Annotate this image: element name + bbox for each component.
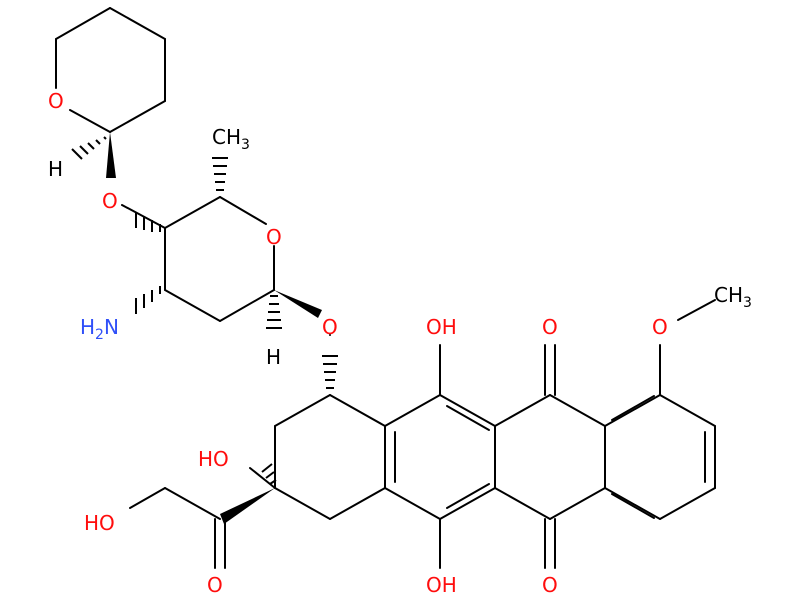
hash-bond	[135, 286, 161, 314]
bond	[164, 289, 221, 322]
wedge-bond	[274, 290, 322, 318]
bond	[439, 487, 496, 520]
methyl-label: CH3	[212, 125, 250, 153]
hash-bond	[266, 295, 282, 329]
thp-hydrogen-label: H	[48, 157, 63, 181]
bond	[219, 289, 275, 322]
hash-bond	[322, 355, 338, 389]
bond	[549, 487, 606, 520]
quinone-oxygen-bottom-label: O	[542, 573, 558, 597]
anomeric-oxygen-label: O	[322, 315, 338, 339]
bonds	[55, 7, 716, 569]
bond	[164, 196, 221, 229]
bond	[659, 394, 716, 427]
methoxy-oxygen-label: O	[652, 315, 668, 339]
bond	[611, 493, 655, 519]
bond	[274, 394, 331, 427]
bond	[494, 394, 551, 427]
glycosidic-oxygen-label: O	[102, 189, 118, 213]
bond	[129, 487, 166, 509]
tertiary-hydroxyl-label: HO	[198, 447, 229, 471]
primary-hydroxyl-label: HO	[84, 511, 115, 535]
bond	[55, 7, 111, 40]
hash-bond	[212, 157, 228, 191]
atom-labels: O H O O CH3 H2N O H OH O O CH3 HO HO O O…	[48, 89, 752, 597]
bond	[604, 487, 661, 520]
bond	[611, 395, 655, 421]
bond	[164, 487, 221, 520]
bond	[274, 487, 331, 520]
bond	[219, 196, 267, 225]
hash-bond	[71, 136, 107, 160]
bond	[494, 487, 551, 520]
bond	[69, 109, 111, 133]
bond	[677, 299, 716, 321]
thp-oxygen-label: O	[48, 89, 64, 113]
bond	[109, 100, 166, 133]
bond	[604, 394, 661, 427]
bond	[249, 467, 276, 489]
bond	[549, 394, 606, 427]
wedge-bond	[106, 132, 116, 178]
wedge-bond	[220, 488, 275, 524]
quinone-oxygen-top-label: O	[542, 315, 558, 339]
anomeric-hydrogen-label: H	[266, 345, 281, 369]
bond	[329, 394, 386, 427]
sugar-ring-oxygen-label: O	[266, 225, 282, 249]
bond	[439, 394, 496, 427]
bond	[384, 394, 441, 427]
stereo-bonds	[71, 132, 338, 524]
amine-label: H2N	[80, 315, 119, 343]
bond	[446, 483, 490, 509]
hash-bond	[261, 463, 277, 485]
bond	[329, 487, 386, 520]
methoxy-methyl-label: CH3	[714, 283, 752, 311]
hash-bond	[135, 212, 161, 232]
bond	[446, 405, 490, 431]
bond	[109, 7, 166, 40]
bond	[384, 487, 441, 520]
bond	[659, 487, 716, 520]
hydroxyl-top-label: OH	[426, 315, 457, 339]
hydroxyl-bottom-label: OH	[426, 573, 457, 597]
ketone-oxygen-label: O	[207, 573, 223, 597]
